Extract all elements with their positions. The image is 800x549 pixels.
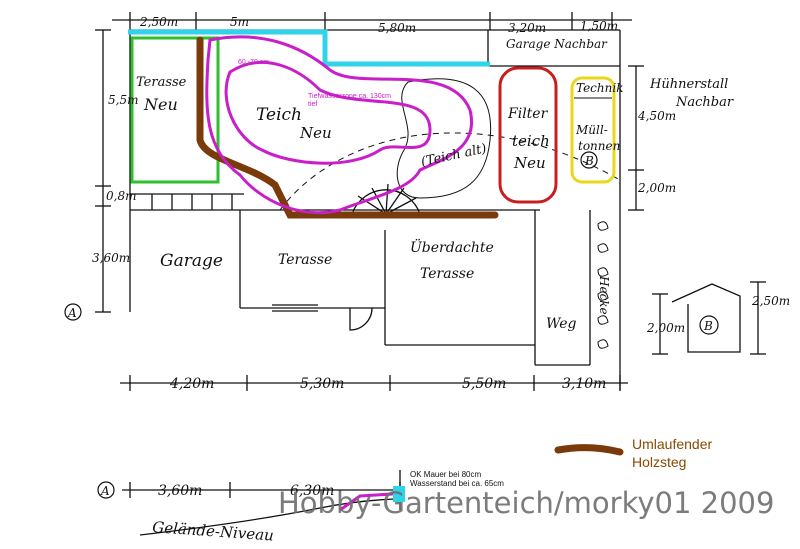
label-teich-neu-2: Neu <box>299 124 332 142</box>
label-garage-nachbar: Garage Nachbar <box>506 37 608 51</box>
wooden-deck-path <box>196 36 499 219</box>
label-garage: Garage <box>160 251 223 271</box>
label-ueberdacht-1: Überdachte <box>410 238 494 256</box>
dim-top-4: 3,20m <box>508 21 546 35</box>
label-ueberdacht-2: Terasse <box>420 266 474 282</box>
label-filter-2: teich <box>512 132 550 150</box>
dim-left-2: 0,8m <box>106 189 136 203</box>
dim-top-3: 5,80m <box>378 21 416 35</box>
dim-shed-height: 2,00m <box>646 321 685 335</box>
label-weg: Weg <box>546 316 577 332</box>
label-terasse: Terasse <box>278 252 332 268</box>
label-tiefwasser: Tiefwasserzone ca. 130cm <box>308 93 391 100</box>
section-water-level <box>393 486 405 502</box>
label-huehnerstall-1: Hühnerstall <box>649 77 728 92</box>
legend-deck-swatch <box>554 444 624 456</box>
label-tiefwasser-2: tief <box>308 101 317 108</box>
watermark: Hobby-Gartenteich/morky01 2009 <box>278 486 775 520</box>
label-muell-1: Müll- <box>575 123 608 137</box>
dim-left-3: 3,60m <box>92 251 130 265</box>
section-marker-a: A <box>100 484 110 498</box>
new-pond-outline <box>205 35 474 215</box>
dim-top-1: 2,50m <box>139 15 178 29</box>
dim-bottom-4: 3,10m <box>562 376 606 392</box>
shed-marker-b: B <box>703 319 713 333</box>
label-mauer-1: OK Mauer bei 80cm <box>410 470 481 479</box>
label-technik: Technik <box>576 81 623 95</box>
label-marker-b: B <box>584 154 594 168</box>
dim-bottom-1: 4,20m <box>169 376 214 392</box>
dim-shed-right: 2,50m <box>751 294 790 308</box>
label-muell-2: tonnen <box>578 139 620 153</box>
marker-b-circle <box>580 151 598 169</box>
legend-line-1: Umlaufender <box>632 436 713 452</box>
label-gelaende: Gelände-Niveau <box>152 518 275 544</box>
dim-section-2: 6,30m <box>290 483 334 499</box>
plan-outline <box>95 12 766 536</box>
shed-marker-b-circle <box>699 315 719 335</box>
label-hecke: Hecke <box>597 275 611 315</box>
legend-line-2: Holzsteg <box>632 454 687 470</box>
dim-top-5: 1,50m <box>580 19 618 33</box>
dim-top-2: 5m <box>230 15 249 29</box>
filter-pond-outline <box>498 66 558 204</box>
bin-area-outline <box>570 76 616 184</box>
section-marker-a-circle <box>97 481 115 499</box>
label-filter-1: Filter <box>507 106 549 122</box>
label-mauer-2: Wasserstand bei ca. 65cm <box>410 479 504 488</box>
marker-a-circle <box>64 303 82 321</box>
label-teich-alt: (Teich alt) <box>420 141 488 170</box>
label-teich-neu-1: Teich <box>256 105 302 125</box>
label-terasse-neu-1: Terasse <box>136 75 187 90</box>
label-marker-a: A <box>67 306 77 320</box>
new-terrace-outline <box>130 36 220 184</box>
label-terasse-neu-2: Neu <box>143 95 178 114</box>
legend: Umlaufender Holzsteg <box>632 435 762 471</box>
dim-bottom-2: 5,30m <box>300 376 344 392</box>
label-huehnerstall-2: Nachbar <box>675 95 734 110</box>
dim-section-1: 3,60m <box>158 483 202 499</box>
hedge-shapes <box>597 221 609 349</box>
dim-bottom-3: 5,50m <box>462 376 506 392</box>
dim-right-1: 4,50m <box>637 109 676 123</box>
dim-left-1: 5,5m <box>108 93 138 107</box>
wall-line <box>128 29 490 67</box>
dim-right-2: 2,00m <box>637 181 676 195</box>
label-depth-60-70: 60 -70 cm <box>238 59 269 66</box>
label-filter-3: Neu <box>513 154 546 172</box>
